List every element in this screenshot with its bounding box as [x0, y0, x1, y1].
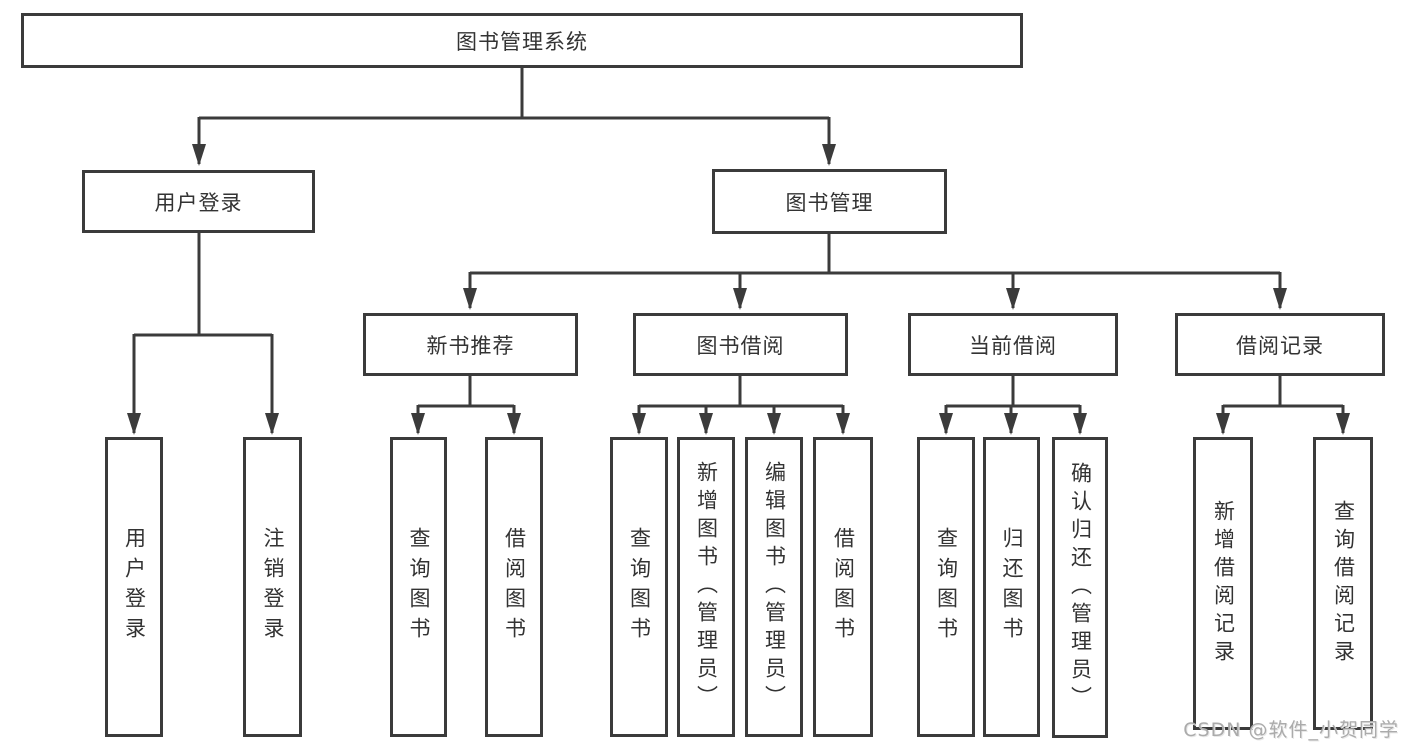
- leaf-confirm-return-admin: 确认归还（管理员）: [1052, 437, 1108, 738]
- leaf-add-books-admin: 新增图书（管理员）: [677, 437, 735, 737]
- leaf-borrow-books-2: 借阅图书: [813, 437, 873, 737]
- leaf-label: 新增图书（管理员）: [694, 461, 719, 713]
- node-borrow-records: 借阅记录: [1175, 313, 1385, 376]
- leaf-user-login: 用户登录: [105, 437, 163, 737]
- leaf-borrow-books-1: 借阅图书: [485, 437, 543, 737]
- leaf-add-borrow-record: 新增借阅记录: [1193, 437, 1253, 730]
- leaf-label: 归还图书: [1000, 527, 1024, 647]
- leaf-query-books-3: 查询图书: [917, 437, 975, 737]
- leaf-query-books-2: 查询图书: [610, 437, 668, 737]
- watermark: CSDN @软件_小贺同学: [1183, 719, 1399, 741]
- node-current-borrow: 当前借阅: [908, 313, 1118, 376]
- leaf-label: 查询图书: [627, 527, 652, 647]
- leaf-label: 借阅图书: [831, 527, 856, 647]
- leaf-logout: 注销登录: [243, 437, 302, 737]
- leaf-edit-books-admin: 编辑图书（管理员）: [745, 437, 803, 737]
- leaf-label: 借阅图书: [502, 527, 527, 647]
- leaf-label: 查询借阅记录: [1331, 499, 1356, 668]
- leaf-label: 新增借阅记录: [1211, 499, 1236, 668]
- node-library-management-system: 图书管理系统: [21, 13, 1023, 68]
- leaf-label: 确认归还（管理员）: [1068, 461, 1093, 714]
- leaf-query-books-1: 查询图书: [390, 437, 447, 737]
- leaf-label: 查询图书: [934, 527, 959, 647]
- leaf-label: 编辑图书（管理员）: [762, 461, 787, 713]
- leaf-label: 注销登录: [261, 527, 285, 647]
- node-book-borrow: 图书借阅: [633, 313, 848, 376]
- leaf-label: 用户登录: [122, 527, 147, 647]
- node-book-management: 图书管理: [712, 169, 947, 234]
- node-new-book-recommend: 新书推荐: [363, 313, 578, 376]
- leaf-label: 查询图书: [407, 527, 431, 647]
- leaf-return-books: 归还图书: [983, 437, 1040, 737]
- leaf-query-borrow-record: 查询借阅记录: [1313, 437, 1373, 730]
- node-user-login: 用户登录: [82, 170, 315, 233]
